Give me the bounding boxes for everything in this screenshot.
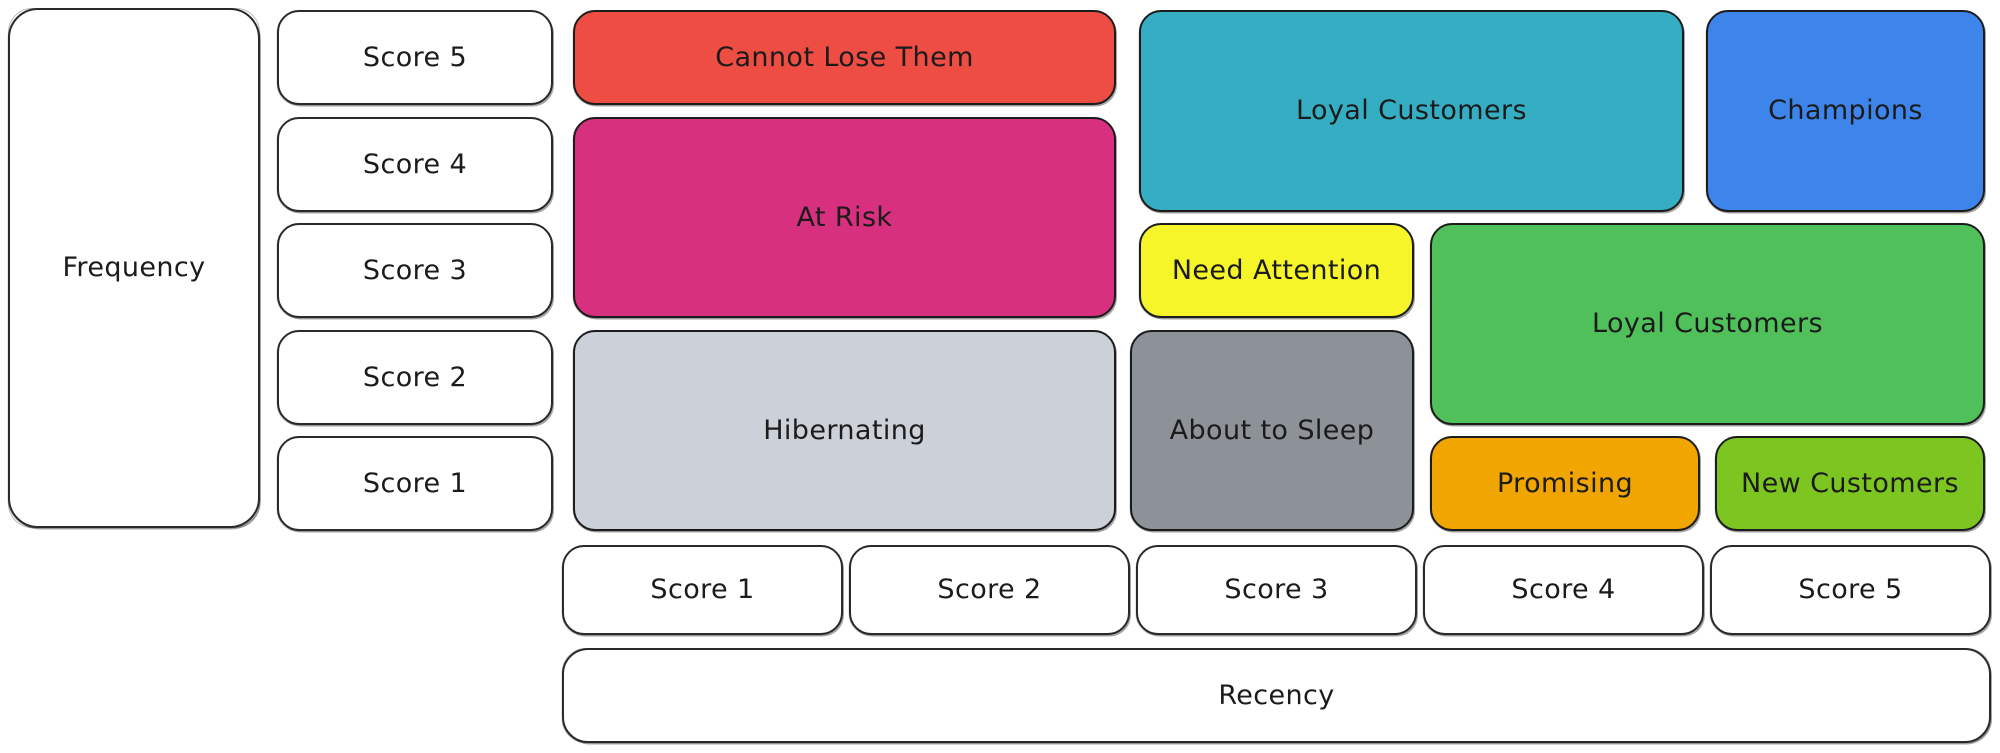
segment-about-to-sleep-label: About to Sleep [1169,414,1375,446]
segment-new-customers-label: New Customers [1741,467,1959,499]
frequency-score-1[interactable]: Score 1 [277,436,553,531]
recency-axis-box: Recency [562,648,1991,743]
segment-loyal-customers-top[interactable]: Loyal Customers [1139,10,1684,212]
frequency-axis-box: Frequency [8,8,260,528]
segment-at-risk[interactable]: At Risk [573,117,1116,318]
frequency-score-2-label: Score 2 [362,361,468,393]
frequency-score-5[interactable]: Score 5 [277,10,553,105]
recency-score-4-label: Score 4 [1511,574,1616,606]
recency-score-1-label: Score 1 [650,574,755,606]
recency-score-5[interactable]: Score 5 [1710,545,1991,635]
frequency-score-3-label: Score 3 [362,254,468,286]
frequency-axis-label: Frequency [62,252,206,284]
frequency-score-4-label: Score 4 [362,148,468,180]
segment-loyal-customers-mid-label: Loyal Customers [1592,308,1823,340]
segment-hibernating[interactable]: Hibernating [573,330,1116,531]
frequency-score-2[interactable]: Score 2 [277,330,553,425]
segment-new-customers[interactable]: New Customers [1715,436,1985,531]
frequency-score-3[interactable]: Score 3 [277,223,553,318]
segment-hibernating-label: Hibernating [763,414,926,446]
recency-score-2-label: Score 2 [937,574,1042,606]
segment-at-risk-label: At Risk [796,201,893,233]
frequency-score-4[interactable]: Score 4 [277,117,553,212]
recency-score-1[interactable]: Score 1 [562,545,843,635]
frequency-score-5-label: Score 5 [362,41,468,73]
recency-score-3-label: Score 3 [1224,574,1329,606]
segment-about-to-sleep[interactable]: About to Sleep [1130,330,1414,531]
segment-champions-label: Champions [1768,95,1923,127]
recency-score-3[interactable]: Score 3 [1136,545,1417,635]
segment-cannot-lose-them-label: Cannot Lose Them [715,41,974,73]
segment-need-attention[interactable]: Need Attention [1139,223,1414,318]
segment-need-attention-label: Need Attention [1171,254,1382,286]
frequency-score-1-label: Score 1 [362,467,468,499]
recency-score-5-label: Score 5 [1798,574,1903,606]
segment-loyal-customers-top-label: Loyal Customers [1296,95,1527,127]
segment-cannot-lose-them[interactable]: Cannot Lose Them [573,10,1116,105]
recency-score-4[interactable]: Score 4 [1423,545,1704,635]
segment-promising[interactable]: Promising [1430,436,1700,531]
recency-axis-label: Recency [1218,679,1335,711]
segment-champions[interactable]: Champions [1706,10,1985,212]
recency-score-2[interactable]: Score 2 [849,545,1130,635]
segment-promising-label: Promising [1496,467,1634,499]
segment-loyal-customers-mid[interactable]: Loyal Customers [1430,223,1985,425]
